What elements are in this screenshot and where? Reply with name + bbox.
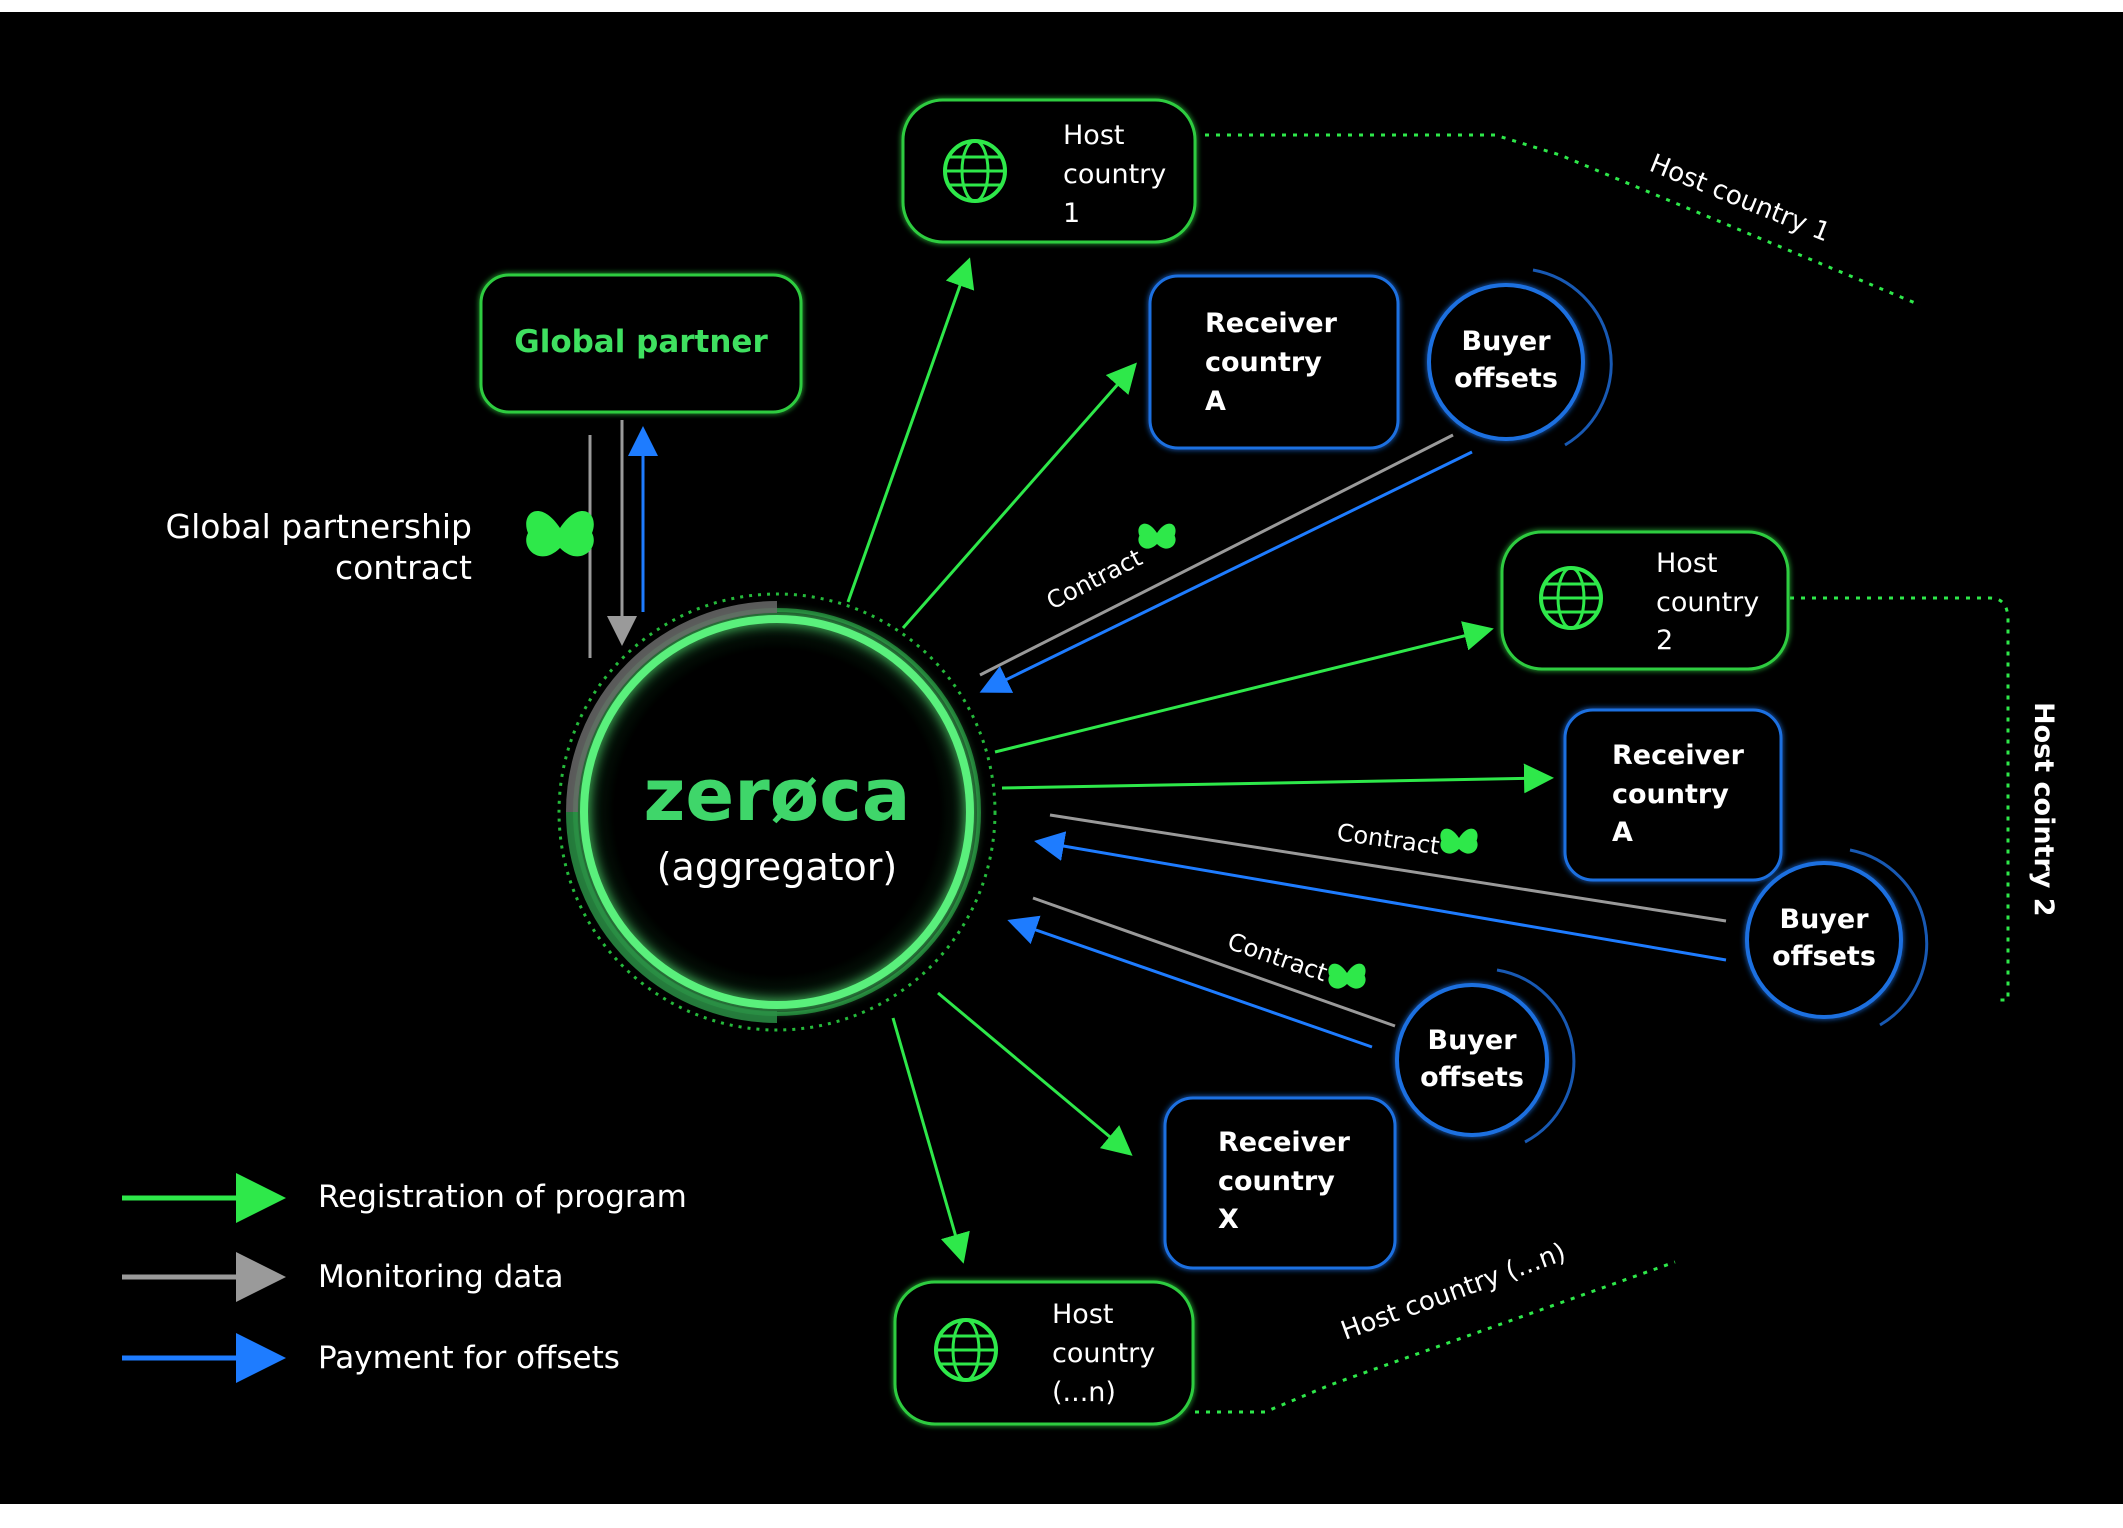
butterfly-icon <box>1328 963 1366 989</box>
contract-label-2: Contract <box>1335 818 1441 860</box>
global-partner-box[interactable] <box>479 273 803 414</box>
host-1-line2: country <box>1063 159 1166 190</box>
legend-label-monitoring: Monitoring data <box>318 1259 563 1295</box>
butterfly-icon <box>526 511 594 557</box>
group-connector-host-1 <box>1205 133 1921 307</box>
receiver-a2-line3: A <box>1612 817 1633 848</box>
receiver-a1-line1: Receiver <box>1205 308 1338 339</box>
buyer-1-line2: offsets <box>1454 363 1558 394</box>
line-monitoring-buyer-3 <box>1032 896 1396 1028</box>
buyer-offsets-2-node[interactable]: Buyer offsets <box>1745 848 1929 1027</box>
contract-label-3: Contract <box>1224 927 1331 987</box>
buyer-offsets-3-node[interactable]: Buyer offsets <box>1395 968 1576 1144</box>
globe-icon <box>934 1318 998 1382</box>
receiver-country-a1-box[interactable]: Receiver country A <box>1148 274 1400 450</box>
aggregator-dotted-ring <box>559 594 995 1030</box>
host-n-line2: country <box>1052 1338 1155 1369</box>
receiver-x-line3: X <box>1218 1204 1239 1235</box>
globe-icon <box>943 139 1007 203</box>
host-country-2-box[interactable]: Host country 2 <box>1500 530 1790 671</box>
arrow-registration-host-2 <box>994 621 1494 754</box>
legend-label-registration: Registration of program <box>318 1179 687 1215</box>
global-contract-line1: Global partnership <box>166 507 472 546</box>
butterfly-icon <box>1138 523 1176 549</box>
host-n-line1: Host <box>1052 1299 1113 1330</box>
host-n-line3: (...n) <box>1052 1377 1116 1408</box>
receiver-a2-line2: country <box>1612 779 1729 810</box>
buyer-2-line1: Buyer <box>1779 904 1869 935</box>
buyer-2-line2: offsets <box>1772 941 1876 972</box>
line-monitoring-buyer-1 <box>979 433 1454 677</box>
aggregator-ring <box>580 615 974 1009</box>
legend: Registration of program Monitoring data … <box>122 1173 687 1383</box>
receiver-x-line2: country <box>1218 1166 1335 1197</box>
buyer-1-line1: Buyer <box>1461 326 1551 357</box>
receiver-a2-line1: Receiver <box>1612 740 1745 771</box>
host-country-n-box[interactable]: Host country (...n) <box>893 1280 1195 1426</box>
buyer-3-line1: Buyer <box>1427 1025 1517 1056</box>
arrow-payment-buyer-1 <box>979 450 1473 693</box>
host-1-line3: 1 <box>1063 198 1080 229</box>
host-1-line1: Host <box>1063 120 1124 151</box>
receiver-x-line1: Receiver <box>1218 1127 1351 1158</box>
arrow-registration-host-n <box>891 1017 970 1264</box>
aggregator-subtitle: (aggregator) <box>657 845 898 889</box>
arrow-registration-receiver-x <box>937 991 1133 1156</box>
buyer-offsets-1-node[interactable]: Buyer offsets <box>1427 268 1613 447</box>
host-2-line3: 2 <box>1656 625 1673 656</box>
arrow-payment-buyer-3 <box>1007 915 1373 1049</box>
line-monitoring-buyer-2 <box>1049 813 1727 923</box>
buyer-3-line2: offsets <box>1420 1062 1524 1093</box>
group-connector-host-2 <box>1790 596 2010 1002</box>
aggregator-node <box>559 594 995 1030</box>
arrow-registration-receiver-a2 <box>1001 763 1554 794</box>
contract-label-1: Contract <box>1042 544 1147 616</box>
arrow-registration-receiver-a1 <box>901 362 1137 629</box>
arrow-payment-buyer-2 <box>1034 831 1727 962</box>
host-2-line1: Host <box>1656 548 1717 579</box>
globe-icon <box>1539 566 1603 630</box>
receiver-country-x-box[interactable]: Receiver country X <box>1163 1096 1397 1270</box>
aggregator-ring-arc-green <box>566 811 778 1023</box>
legend-label-payment: Payment for offsets <box>318 1340 620 1376</box>
group-connector-host-n <box>1195 1260 1676 1414</box>
aggregator-ring-arc-gray <box>566 601 778 813</box>
receiver-country-a2-box[interactable]: Receiver country A <box>1563 708 1783 882</box>
receiver-a1-line2: country <box>1205 347 1322 378</box>
receiver-a1-line3: A <box>1205 386 1226 417</box>
aggregator-brand: zerøca <box>644 753 911 837</box>
group-label-host-2: Host cointry 2 <box>2028 702 2059 917</box>
group-label-host-1: Host country 1 <box>1645 149 1834 249</box>
global-contract-line2: contract <box>335 548 472 587</box>
butterfly-icon <box>1440 828 1478 854</box>
global-partner-label: Global partner <box>514 324 768 360</box>
arrow-registration-host-1 <box>846 257 975 603</box>
host-2-line2: country <box>1656 587 1759 618</box>
host-country-1-box[interactable]: Host country 1 <box>901 98 1197 244</box>
